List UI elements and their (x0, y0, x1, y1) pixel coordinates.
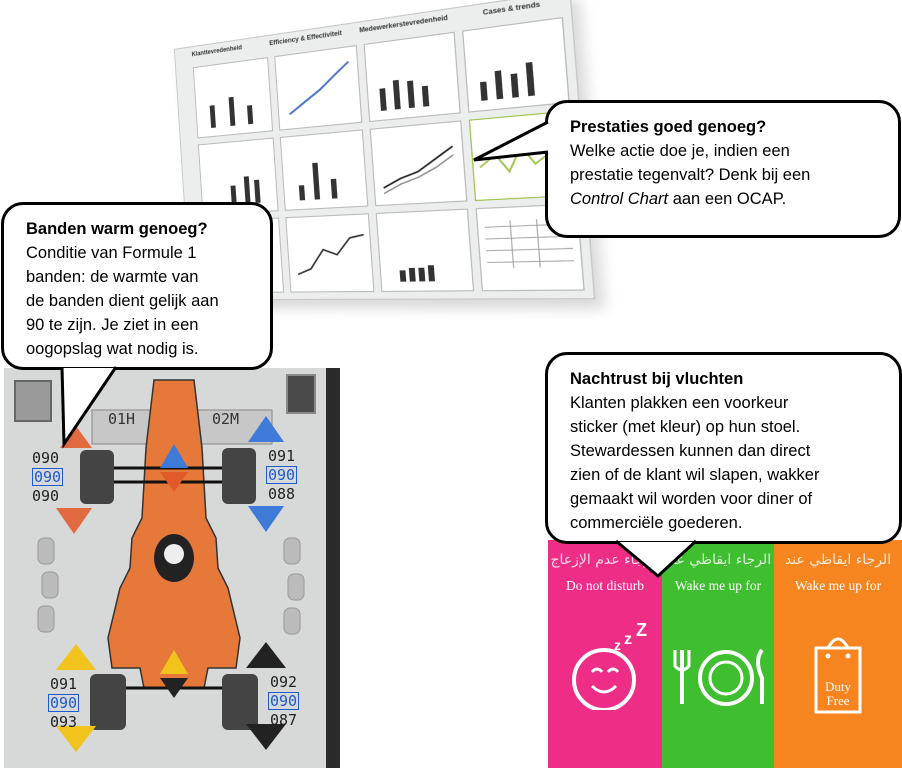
sticker-arabic-text: الرجاء ايقاظي عند (784, 552, 892, 568)
bubble-text-line: Klanten plakken een voorkeur (570, 394, 789, 412)
duty-free-line: Duty (825, 679, 851, 694)
bubble-tail (473, 120, 550, 162)
bubble-title: Prestaties goed genoeg? (570, 118, 767, 136)
sticker-wake-for-duty-free: الرجاء ايقاظي عند Wake me up for Duty Fr… (774, 540, 902, 768)
tyre-temp-rl-bottom: 093 (50, 713, 78, 731)
tyre-temp-fr-top: 091 (268, 447, 296, 465)
bubble-emphasis: Control Chart (570, 190, 669, 208)
mini-chart (369, 119, 468, 207)
f1-car-diagram (37, 379, 305, 752)
svg-text:z: z (614, 637, 621, 653)
tyre-temp-fl-target: 090 (32, 468, 64, 486)
svg-text:Z: Z (636, 620, 647, 640)
bubble-text-line: 90 te zijn. Je ziet in een (26, 316, 199, 334)
bubble-text: aan een OCAP. (668, 190, 787, 208)
bubble-tail (60, 366, 118, 449)
mini-chart (363, 31, 461, 122)
mini-chart (192, 57, 274, 139)
bubble-text-line: Stewardessen kunnen dan direct (570, 442, 811, 460)
bubble-text-line: commerciële goederen. (570, 514, 743, 532)
bubble-text-line: Conditie van Formule 1 (26, 244, 197, 262)
bubble-text-line: banden: de warmte van (26, 268, 199, 286)
bubble-text-line: sticker (met kleur) op hun stoel. (570, 418, 801, 436)
sleep-preference-stickers-photo: الرجاء عدم الإزعاج Do not disturb z z Z … (548, 540, 902, 768)
bubble-title: Banden warm genoeg? (26, 220, 208, 238)
bubble-tail (615, 539, 698, 578)
svg-text:z: z (624, 631, 632, 648)
tyre-temp-fl-bottom: 090 (32, 487, 60, 505)
corner-button-icon (14, 380, 52, 422)
sticker-arabic-text: الرجاء ايقاظي عند (664, 552, 772, 568)
duty-free-line: Free (826, 693, 850, 708)
tyre-temp-rr-bottom: 087 (270, 711, 298, 729)
mini-chart (274, 44, 363, 131)
bubble-text-line: Welke actie doe je, indien een (570, 142, 790, 160)
bubble-title: Nachtrust bij vluchten (570, 370, 744, 388)
bubble-text-line: prestatie tegenvalt? Denk bij een (570, 166, 811, 184)
sleep-face-icon: z z Z (572, 620, 647, 710)
bubble-text-line: Control Chart aan een OCAP. (570, 187, 884, 211)
tyre-temp-fr-bottom: 088 (268, 485, 296, 503)
sticker-wake-for-meal: الرجاء ايقاظي عند Wake me up for (662, 540, 774, 768)
timer-left: 01H (108, 410, 136, 428)
tyre-temp-rr-target: 090 (268, 692, 300, 710)
tyre-temp-fl-top: 090 (32, 449, 60, 467)
corner-button-icon (286, 374, 316, 414)
bubble-text-line: oogopslag wat nodig is. (26, 340, 199, 358)
f1-tyre-display-photo: 01H 02M 090 090 090 091 090 088 091 090 … (4, 368, 340, 768)
meal-icon (673, 648, 764, 706)
tyre-temp-rl-top: 091 (50, 675, 78, 693)
sticker-do-not-disturb: الرجاء عدم الإزعاج Do not disturb z z Z (548, 540, 662, 768)
bubble-text-line: zien of de klant wil slapen, wakker (570, 466, 820, 484)
bubble-text-line: de banden dient gelijk aan (26, 292, 219, 310)
mini-chart (279, 128, 369, 212)
timer-right: 02M (212, 410, 240, 428)
speech-bubble-nachtrust: Nachtrust bij vluchten Klanten plakken e… (545, 352, 902, 544)
tyre-temp-rl-target: 090 (48, 694, 80, 712)
duty-free-label: Duty Free (808, 680, 868, 708)
mini-chart (285, 213, 375, 293)
tyre-temp-rr-top: 092 (270, 673, 298, 691)
mini-chart (462, 16, 570, 113)
sticker-english-text: Wake me up for (794, 578, 882, 593)
speech-bubble-prestaties: Prestaties goed genoeg? Welke actie doe … (545, 100, 901, 238)
mini-chart (375, 208, 475, 292)
tyre-temp-fr-target: 090 (266, 466, 298, 484)
speech-bubble-banden: Banden warm genoeg? Conditie van Formule… (1, 202, 273, 370)
bubble-text-line: gemaakt wil worden voor diner of (570, 490, 813, 508)
shopping-bag-icon (814, 637, 862, 714)
sticker-english-text: Do not disturb (565, 578, 644, 593)
sticker-english-text: Wake me up for (674, 578, 762, 593)
